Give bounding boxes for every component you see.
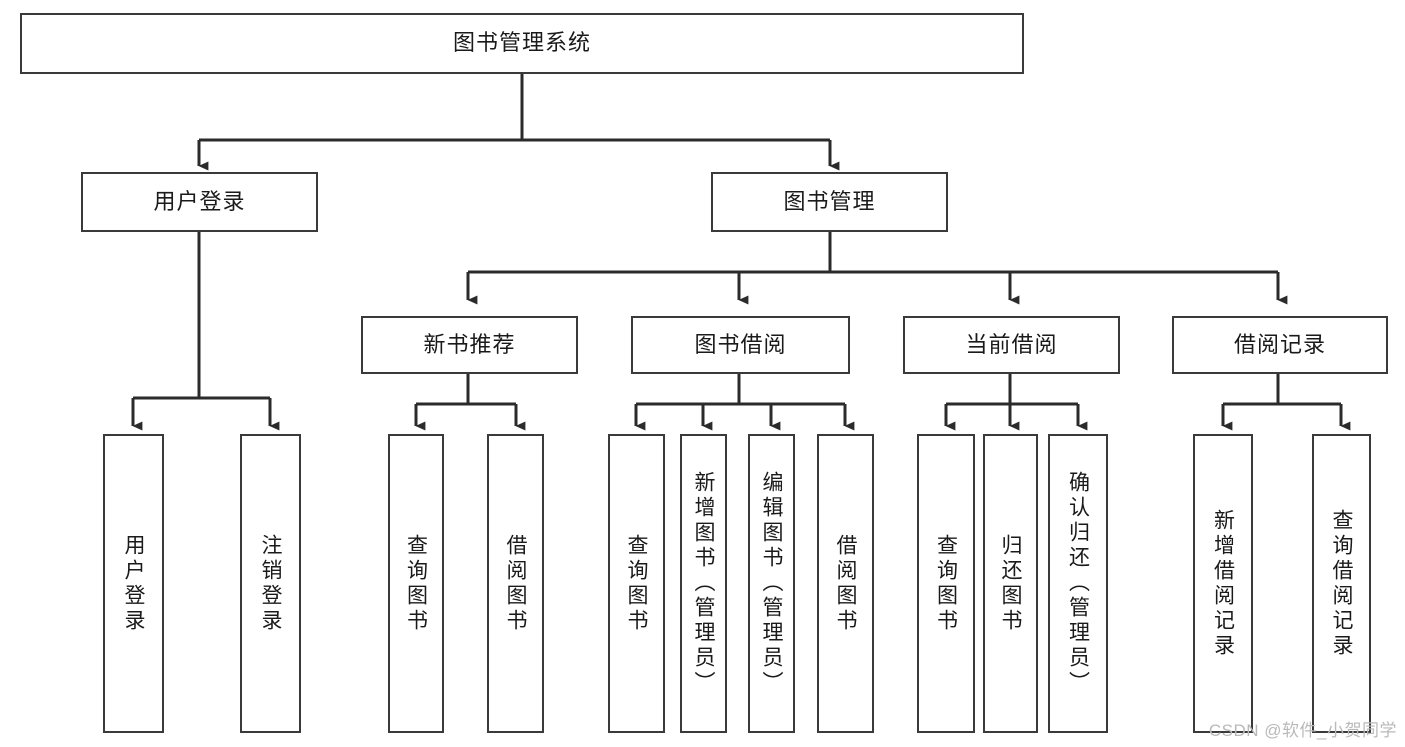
node-book-borrowing[interactable]: 图书借阅 <box>631 316 850 374</box>
node-label: 查询借阅记录 <box>1330 508 1354 659</box>
node-label: 借阅图书 <box>834 533 858 634</box>
leaf-confirm-return-admin[interactable]: 确认归还（管理员） <box>1048 434 1108 733</box>
leaf-return-books[interactable]: 归还图书 <box>983 434 1038 733</box>
leaf-borrow-books-new[interactable]: 借阅图书 <box>487 434 544 733</box>
node-label: 归还图书 <box>999 533 1023 634</box>
leaf-borrow-books-borrow[interactable]: 借阅图书 <box>817 434 874 733</box>
node-user-login[interactable]: 用户登录 <box>81 172 318 232</box>
leaf-add-book-admin[interactable]: 新增图书（管理员） <box>680 434 727 733</box>
node-label: 新增借阅记录 <box>1211 508 1235 659</box>
watermark: CSDN @软件_小贺同学 <box>1208 721 1397 740</box>
node-label: 借阅记录 <box>1233 331 1326 357</box>
leaf-user-login[interactable]: 用户登录 <box>103 434 164 733</box>
leaf-add-borrow-record[interactable]: 新增借阅记录 <box>1193 434 1253 733</box>
leaf-logout[interactable]: 注销登录 <box>240 434 301 733</box>
node-label: 图书管理 <box>783 188 876 214</box>
leaf-query-borrow-record[interactable]: 查询借阅记录 <box>1312 434 1371 733</box>
node-label: 编辑图书（管理员） <box>760 471 784 696</box>
node-label: 新书推荐 <box>423 331 516 357</box>
node-book-management[interactable]: 图书管理 <box>711 172 948 232</box>
leaf-query-books-borrow[interactable]: 查询图书 <box>608 434 665 733</box>
node-label: 查询图书 <box>625 533 649 634</box>
node-label: 注销登录 <box>259 533 283 634</box>
node-label: 新增图书（管理员） <box>692 471 716 696</box>
leaf-query-books-current[interactable]: 查询图书 <box>917 434 975 733</box>
node-root-book-management-system[interactable]: 图书管理系统 <box>20 13 1024 74</box>
leaf-query-books-new[interactable]: 查询图书 <box>388 434 444 733</box>
node-label: 借阅图书 <box>504 533 528 634</box>
node-label: 查询图书 <box>404 533 428 634</box>
node-borrow-records[interactable]: 借阅记录 <box>1172 316 1388 374</box>
node-label: 图书借阅 <box>694 331 787 357</box>
node-label: 查询图书 <box>934 533 958 634</box>
node-label: 当前借阅 <box>965 331 1058 357</box>
node-current-borrowing[interactable]: 当前借阅 <box>903 316 1120 374</box>
node-label: 图书管理系统 <box>452 30 591 56</box>
node-new-book-recommendation[interactable]: 新书推荐 <box>361 316 578 374</box>
node-label: 用户登录 <box>122 533 146 634</box>
leaf-edit-book-admin[interactable]: 编辑图书（管理员） <box>748 434 795 733</box>
node-label: 确认归还（管理员） <box>1066 471 1090 696</box>
node-label: 用户登录 <box>153 188 246 214</box>
